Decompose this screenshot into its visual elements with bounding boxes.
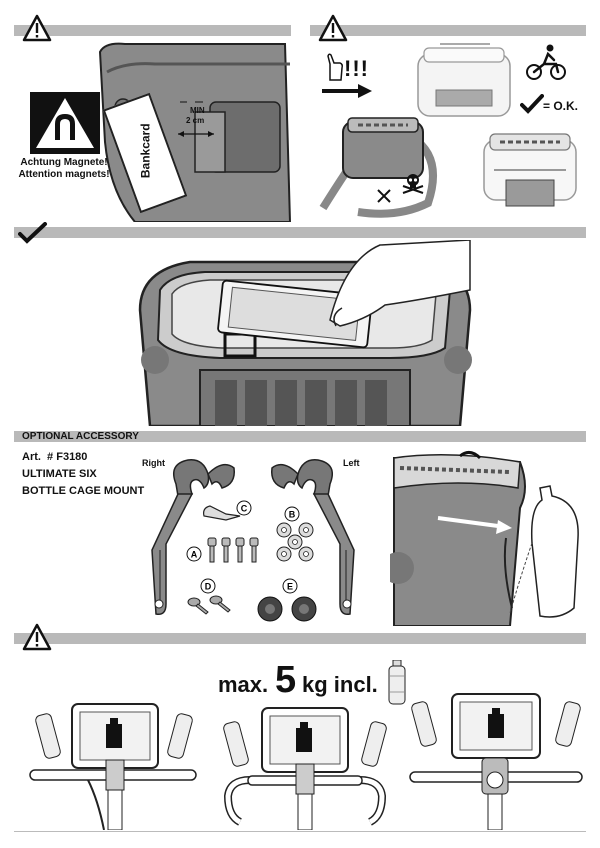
part-label-c: C — [236, 500, 252, 516]
part-letter-e: E — [287, 582, 293, 592]
washers-b — [276, 522, 314, 562]
bag-with-bottle-cage-illustration — [390, 451, 579, 626]
weight-prefix: max. — [218, 672, 269, 697]
warning-icon — [22, 623, 52, 651]
section-bar-ok — [14, 227, 586, 238]
bag-top-with-phone-illustration — [138, 240, 472, 426]
part-letter-d: D — [205, 582, 212, 592]
section-bar-weight — [14, 633, 586, 644]
part-label-a: A — [186, 546, 202, 562]
exclamation-text: !!! — [344, 56, 369, 81]
accessory-name-line2: BOTTLE CAGE MOUNT — [22, 485, 145, 497]
part-letter-b: B — [289, 510, 296, 520]
arrow-right-icon — [322, 84, 372, 98]
part-letter-c: C — [241, 504, 248, 514]
skull-crossbones-icon — [402, 174, 424, 194]
weight-value: 5 — [275, 659, 297, 701]
handlebar-drop-illustration — [223, 707, 387, 830]
weight-suffix: kg incl. — [302, 672, 378, 697]
section-bar-accessory — [14, 431, 586, 442]
min-label: MIN — [190, 106, 205, 115]
bottle-icon — [388, 660, 406, 705]
checkmark-icon — [520, 94, 544, 114]
label-right: Right — [142, 458, 165, 468]
screws-d — [187, 595, 231, 615]
tool-c — [203, 505, 241, 521]
warning-icon — [22, 14, 52, 42]
part-label-e: E — [282, 578, 298, 594]
pads-e — [257, 596, 317, 622]
bracket-right — [151, 459, 235, 616]
bag-on-strap-illustration — [319, 117, 437, 218]
bag-on-handlebar-ghost — [417, 43, 511, 117]
accessory-header: OPTIONAL ACCESSORY — [22, 431, 139, 442]
distance-arrow — [178, 131, 214, 137]
handlebar-stem-mount-illustration — [409, 693, 583, 830]
part-letter-a: A — [191, 550, 198, 560]
warning-icon — [318, 14, 348, 42]
bag-side-illustration — [98, 42, 292, 222]
checkmark-icon — [18, 222, 47, 244]
accessory-art-number: Art. # F3180 — [22, 451, 88, 463]
section-bar-warning-right — [310, 25, 586, 36]
bag-with-bracket-illustration — [483, 133, 577, 207]
bracket-left — [271, 459, 355, 616]
footer-divider — [14, 831, 586, 832]
part-label-d: D — [200, 578, 216, 594]
bankcard-label: Bankcard — [138, 123, 153, 179]
bolts-a — [207, 537, 259, 563]
handlebar-straight-illustration — [29, 703, 197, 830]
ok-text: = O.K. — [543, 99, 579, 113]
label-left: Left — [343, 458, 360, 468]
accessory-name-line1: ULTIMATE SIX — [22, 468, 97, 480]
section-bar-warning-left — [14, 25, 291, 36]
magnet-warning-sign — [30, 92, 100, 154]
part-label-b: B — [284, 506, 300, 522]
hand-pointing-icon — [327, 53, 343, 81]
min-value: 2 cm — [186, 116, 205, 125]
magnet-warning-de: Achtung Magnete! — [20, 157, 108, 168]
magnet-warning-en: Attention magnets! — [18, 169, 110, 180]
cyclist-icon — [526, 44, 566, 80]
